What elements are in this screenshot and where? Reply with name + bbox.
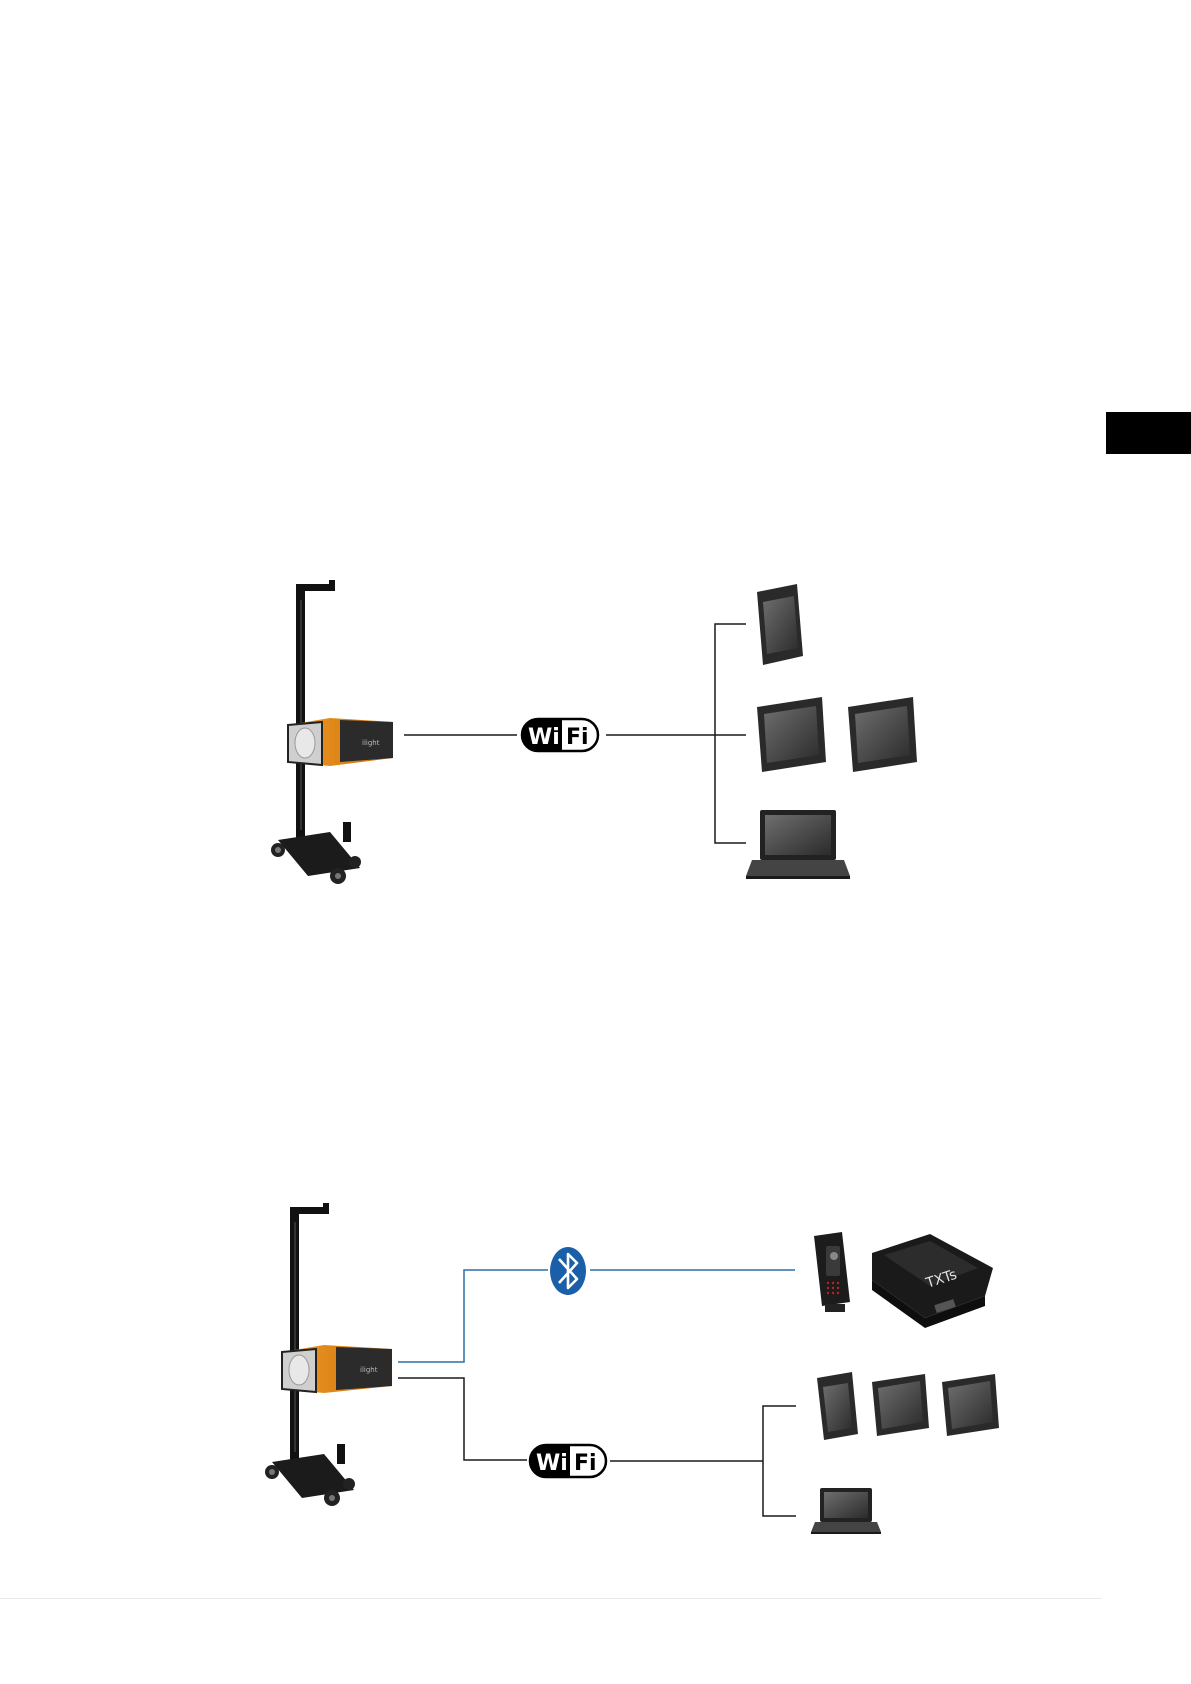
tablet-icon bbox=[757, 697, 826, 772]
wifi-logo-icon: Wi Fi bbox=[522, 719, 598, 751]
laptop-icon bbox=[746, 810, 850, 879]
diagram-wifi-connection: ilight Wi Fi bbox=[271, 580, 917, 884]
laptop-icon bbox=[811, 1488, 881, 1534]
svg-text:ilight: ilight bbox=[362, 739, 380, 747]
wifi-logo-text-left: Wi bbox=[536, 1451, 568, 1476]
vci-dongle-icon bbox=[814, 1232, 850, 1312]
link-line bbox=[398, 1378, 527, 1460]
wifi-logo-icon: Wi Fi bbox=[530, 1445, 606, 1477]
svg-text:ilight: ilight bbox=[360, 1366, 378, 1374]
wifi-logo-text-left: Wi bbox=[528, 725, 560, 750]
tablet-icon bbox=[872, 1374, 929, 1436]
diagram-bluetooth-wifi-connection: ilight bbox=[265, 1203, 999, 1534]
headlight-tester-icon: ilight bbox=[265, 1203, 392, 1506]
tablet-icon bbox=[817, 1372, 858, 1440]
txts-scanner-icon: TXTs bbox=[872, 1234, 993, 1328]
bluetooth-link-line bbox=[398, 1270, 548, 1362]
tablet-icon bbox=[757, 584, 803, 665]
footer-divider bbox=[0, 1598, 1102, 1599]
branch-bracket bbox=[715, 624, 746, 843]
tablet-icon bbox=[942, 1374, 999, 1436]
headlight-tester-icon: ilight bbox=[271, 580, 393, 884]
wifi-logo-text-right: Fi bbox=[566, 725, 589, 750]
tablet-icon bbox=[848, 697, 917, 772]
branch-bracket bbox=[763, 1406, 796, 1516]
bluetooth-icon bbox=[550, 1247, 586, 1295]
wifi-logo-text-right: Fi bbox=[574, 1451, 597, 1476]
